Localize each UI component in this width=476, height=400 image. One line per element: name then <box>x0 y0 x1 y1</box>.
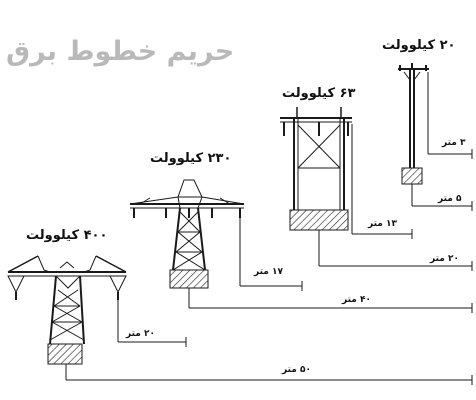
dimension-40m: ۴۰ متر <box>342 295 371 305</box>
page-title: حریم خطوط برق <box>6 36 235 67</box>
tower-400kv <box>7 255 127 365</box>
tower-label-63kv: ۶۳ کیلوولت <box>282 86 356 101</box>
dimension-20m-400kv: ۲۰ متر <box>126 329 155 339</box>
tower-label-20kv: ۲۰ کیلوولت <box>382 38 456 53</box>
tower-label-230kv: ۲۳۰ کیلوولت <box>150 151 232 166</box>
dimension-5m: ۵ متر <box>438 194 462 204</box>
dimension-17m: ۱۷ متر <box>254 267 283 277</box>
tower-label-400kv: ۴۰۰ کیلوولت <box>26 228 108 243</box>
dimension-50m: ۵۰ متر <box>282 365 311 375</box>
dimension-20m-63kv: ۲۰ متر <box>430 254 459 264</box>
tower-20kv <box>398 63 429 185</box>
tower-230kv <box>129 179 245 289</box>
tower-63kv <box>280 107 352 231</box>
dimension-3m: ۳ متر <box>442 138 466 148</box>
dimension-13m: ۱۳ متر <box>368 219 397 229</box>
dimension-lines <box>65 72 473 385</box>
